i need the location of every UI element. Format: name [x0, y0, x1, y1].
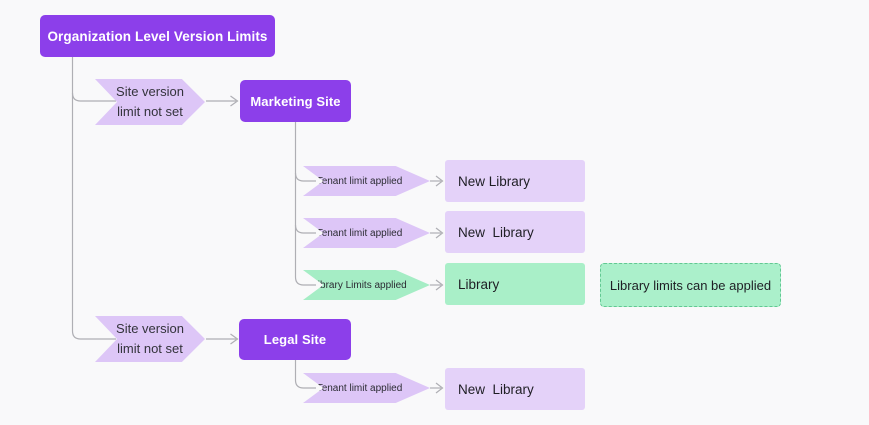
note-label: Library limits can be applied [609, 277, 772, 293]
condition-line2: limit not set [117, 104, 183, 119]
node-marketing-site[interactable]: Marketing Site [240, 80, 351, 122]
condition-chevron-tenant-limit-1[interactable]: Tenant limit applied [303, 166, 430, 196]
node-new-library-3[interactable]: New Library [445, 368, 585, 410]
node-new-library-1[interactable]: New Library [445, 160, 585, 202]
node-organization-level-version-limits[interactable]: Organization Level Version Limits [40, 15, 275, 57]
condition-chevron-tenant-limit-3[interactable]: Tenant limit applied [303, 373, 430, 403]
node-label: Organization Level Version Limits [47, 28, 268, 44]
node-label: New Library [458, 381, 534, 397]
node-label: New Library [458, 173, 531, 189]
note-library-limits-can-be-applied[interactable]: Library limits can be applied [600, 263, 781, 307]
condition-line1: Site version [116, 321, 184, 336]
condition-label: Tenant limit applied [316, 227, 403, 239]
condition-label: Library Limits applied [312, 279, 407, 291]
node-label: Library [458, 276, 500, 292]
node-label: New Library [458, 224, 534, 240]
node-label: Legal Site [263, 332, 327, 347]
node-legal-site[interactable]: Legal Site [239, 319, 351, 360]
node-new-library-2[interactable]: New Library [445, 211, 585, 253]
condition-chevron-site-version-2[interactable]: Site version limit not set [95, 316, 205, 362]
condition-label: Tenant limit applied [316, 382, 403, 394]
condition-line2: limit not set [117, 341, 183, 356]
condition-chevron-site-version-1[interactable]: Site version limit not set [95, 79, 205, 125]
node-library[interactable]: Library [445, 263, 585, 305]
condition-label: Tenant limit applied [316, 175, 403, 187]
node-label: Marketing Site [250, 93, 341, 109]
condition-chevron-tenant-limit-2[interactable]: Tenant limit applied [303, 218, 430, 248]
condition-chevron-library-limits[interactable]: Library Limits applied [303, 270, 430, 300]
condition-line1: Site version [116, 84, 184, 99]
